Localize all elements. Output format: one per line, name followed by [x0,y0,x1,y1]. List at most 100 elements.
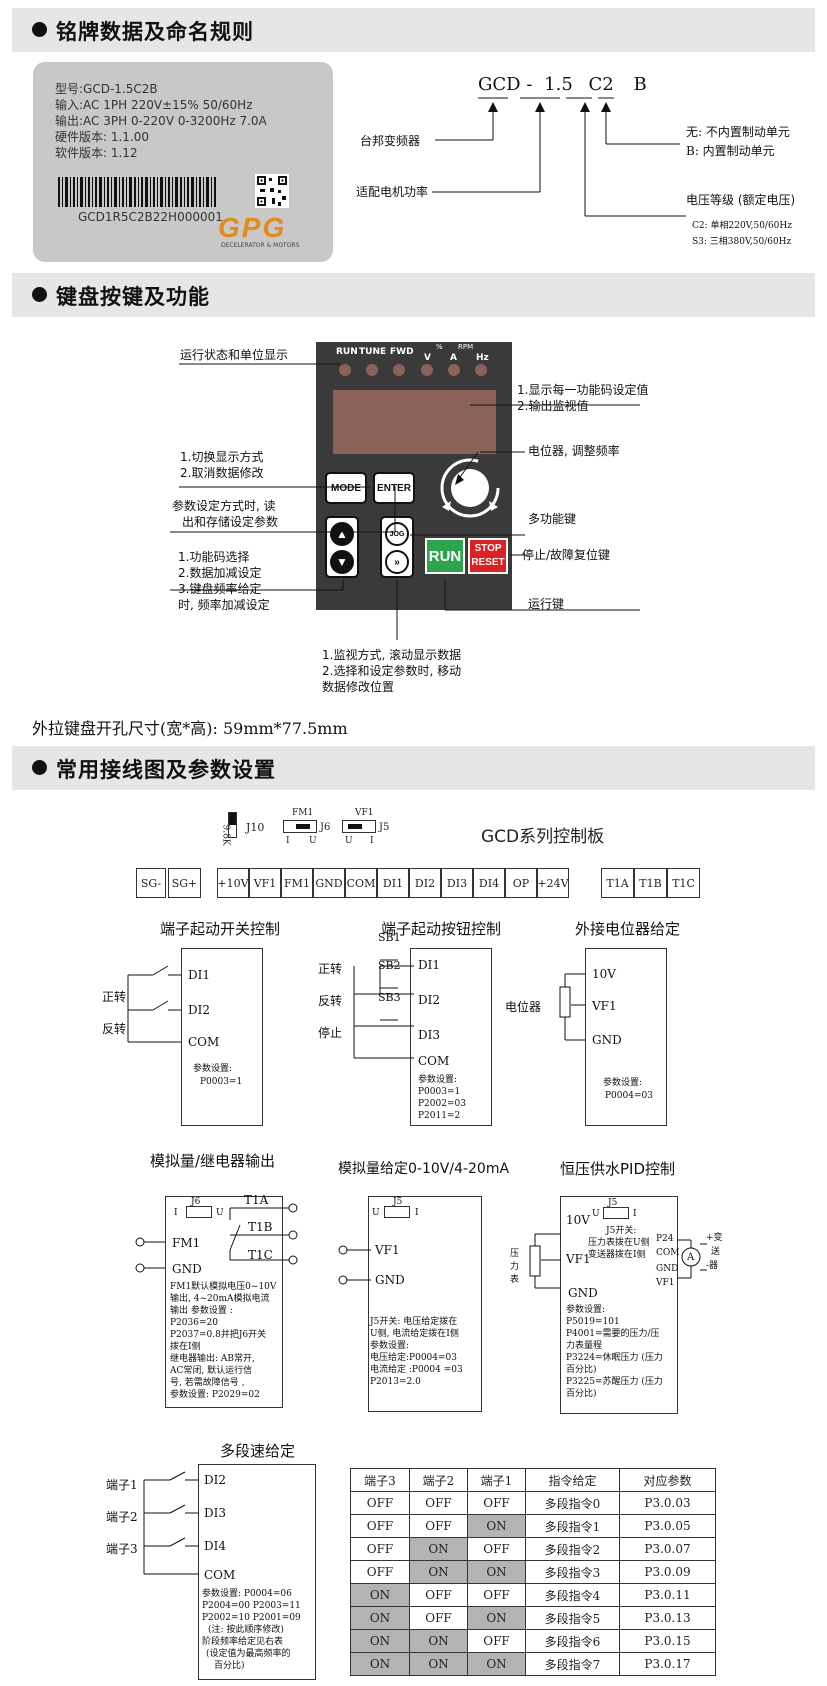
up-down-button-group: ▲ ▼ [325,516,359,578]
param-text: 参数设置: P0004=06 [202,1589,292,1599]
param-text: P4001=需要的压力/压 [566,1329,660,1339]
param-text: P2002=03 [418,1099,466,1109]
table-row: ON ON OFF 多段指令6 P3.0.15 [350,1629,716,1653]
ammeter-label: A [687,1252,695,1263]
param-text: 参数设置: P2029=02 [170,1390,260,1400]
up-arrow-button[interactable]: ▲ [330,522,354,546]
pid-wiring [529,1233,707,1289]
table-cell: ON [467,1560,526,1584]
callout-enter-1: 参数设定方式时, 读 [172,499,276,513]
callout-mode-2: 2.取消数据修改 [180,466,264,480]
terminal-di3: DI3 [204,1506,226,1520]
j5-i: I [370,836,374,846]
table-cell: P3.0.11 [619,1583,716,1607]
terminal-gnd: GND [172,1262,202,1276]
j5-i: I [415,1208,419,1218]
terminal-10v: 10V [592,967,616,981]
param-text: P2036=20 [170,1318,218,1328]
terminal: DI1 [377,868,409,898]
led-tune [366,364,378,376]
param-text: 继电器输出: AB常开, [170,1354,255,1364]
callout-updown-4: 时, 频率加减设定 [178,598,270,612]
pid-right-terminal: GND [656,1264,679,1274]
table-cell: ON [350,1652,410,1676]
diagram-box-switch [181,948,263,1126]
table-cell: 多段指令2 [525,1537,620,1561]
j10-jumper [228,812,237,838]
reset-label: RESET [471,557,505,568]
diagram-title-pot: 外接电位器给定 [575,920,681,938]
terminal: OP [505,868,537,898]
relay-t1b: T1B [248,1220,273,1234]
callout-run: 运行键 [528,597,565,611]
button-rev-label: 反转 [318,994,343,1008]
shift-button[interactable]: » [385,550,409,574]
run-button[interactable]: RUN [425,538,465,574]
transmitter-label: -器 [706,1261,719,1271]
button-wiring [353,959,414,1059]
terminal-gnd: GND [592,1033,622,1047]
callout-updown-2: 2.数据加减设定 [178,566,262,580]
jog-button[interactable]: JOG [385,522,409,546]
down-arrow-button[interactable]: ▼ [330,550,354,574]
param-text: P0003=1 [200,1077,243,1087]
model-part-power: 1.5 [544,74,573,95]
section-title: 铭牌数据及命名规则 [56,20,254,44]
qr-code-icon [255,174,289,208]
param-text: 参数设置: [566,1305,606,1315]
pot-label: 电位器 [505,1000,542,1014]
led-fwd [393,364,405,376]
param-text: 参数设置: [603,1078,643,1088]
diagram-title-multi: 多段速给定 [220,1442,296,1460]
table-cell: P3.0.05 [619,1514,716,1538]
transmitter-label: +变 [706,1233,723,1243]
table-row: OFF ON OFF 多段指令2 P3.0.07 [350,1537,716,1561]
j5-label: J5 [608,1198,618,1208]
led-display [333,390,496,454]
table-cell: OFF [467,1629,526,1653]
enter-button[interactable]: ENTER [373,472,415,504]
section-header-keypad: 键盘按键及功能 [12,273,815,317]
table-header: 指令给定 [525,1468,620,1492]
param-text: P2004=00 P2003=11 [202,1601,301,1611]
label-voltage-c2: C2: 单相220V,50/60Hz [692,221,792,231]
pid-note: J5开关: [606,1226,637,1236]
callout-status: 运行状态和单位显示 [180,348,289,362]
j6-label: J6 [191,1197,201,1207]
terminal: +24V [537,868,569,898]
led-hz [475,364,487,376]
j5-u: U [345,836,353,846]
section-header-nameplate: 铭牌数据及命名规则 [12,8,815,52]
param-text: 阶段频率给定见右表 [202,1637,284,1647]
table-cell: ON [350,1629,410,1653]
gauge-label: 压 [510,1249,520,1259]
j6-jumper [283,820,317,833]
table-cell: ON [409,1560,468,1584]
sb2-label: SB2 [378,959,401,972]
j6-u: U [309,836,317,846]
bullet-icon [32,287,47,302]
table-cell: P3.0.15 [619,1629,716,1653]
led-label-a: A [450,353,457,363]
label-brake-none: 无: 不内置制动单元 [686,125,790,139]
mode-button[interactable]: MODE [325,472,367,504]
brand-logo: GPG [218,212,287,243]
table-cell: 多段指令0 [525,1491,620,1515]
led-label-rpm: RPM [458,343,474,351]
table-cell: OFF [409,1606,468,1630]
terminal: DI2 [409,868,441,898]
param-text: 输出, 4~20mA模拟电流 [170,1294,270,1304]
param-text: AC常闭, 默认运行信 [170,1366,253,1376]
j5-label: J5 [393,1197,403,1207]
diagram-box-analog-out [165,1196,283,1408]
j6-i: I [286,836,290,846]
transmitter-label: 送 [711,1247,721,1257]
button-stop-label: 停止 [318,1026,343,1040]
table-row: OFF OFF OFF 多段指令0 P3.0.03 [350,1491,716,1515]
model-part-brake: B [633,74,647,95]
table-cell: P3.0.07 [619,1537,716,1561]
pid-right-terminal: VF1 [656,1278,675,1288]
j5-u: U [592,1209,600,1219]
j6-label: J6 [320,822,331,833]
